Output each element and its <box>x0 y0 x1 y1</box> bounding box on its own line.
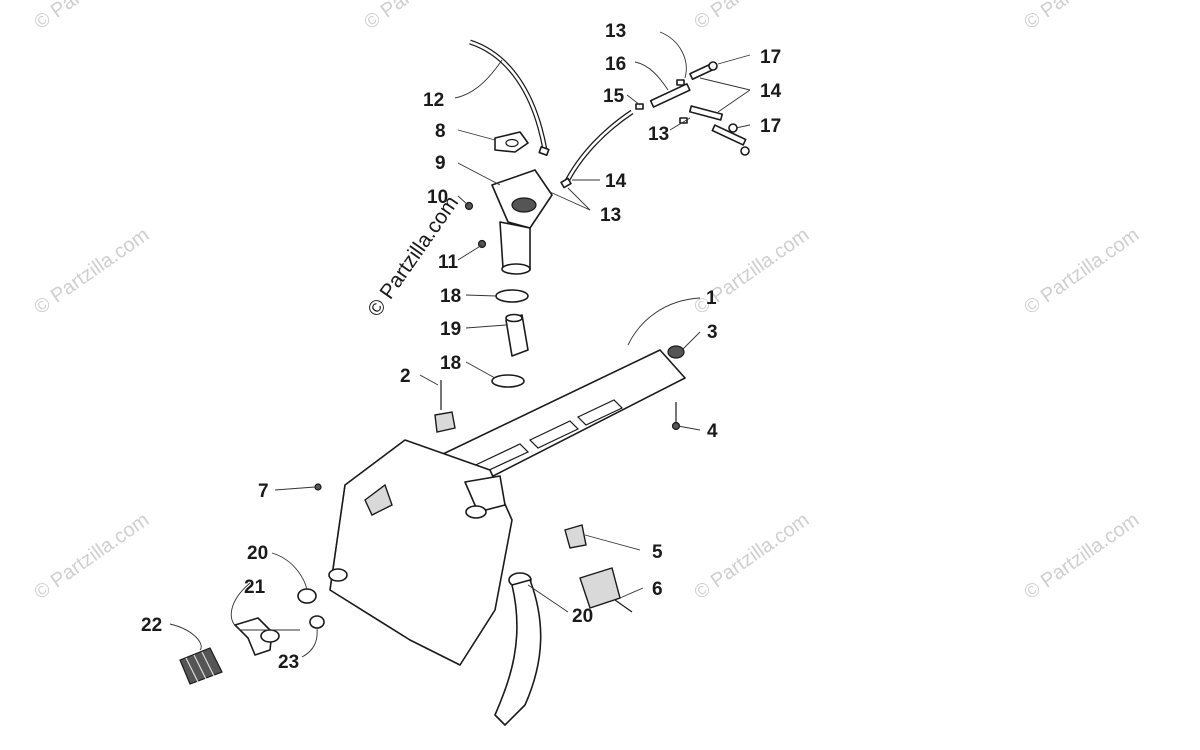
reservoir-body <box>329 439 513 666</box>
watermark-layer: © Partzilla.com © Partzilla.com © Partzi… <box>30 0 1143 604</box>
tee-fitting <box>711 124 747 146</box>
spacer <box>434 411 456 433</box>
callout-11: 11 <box>438 252 459 273</box>
breather-hose-inner <box>563 110 633 186</box>
bellows-rib <box>193 654 207 680</box>
leader-lines <box>169 31 751 658</box>
gasket <box>494 131 529 153</box>
hose-clamp <box>676 79 685 86</box>
callout-14: 14 <box>605 171 627 192</box>
callout-10: 10 <box>427 187 448 208</box>
tee-fitting <box>649 83 691 108</box>
callout-15: 15 <box>603 86 625 107</box>
callout-18: 18 <box>440 286 461 307</box>
lower-bracket <box>579 567 621 609</box>
bellows-body <box>179 647 223 685</box>
hose-clamp <box>297 588 317 604</box>
watermark: © Partzilla.com <box>1020 509 1143 604</box>
outlet-elbow <box>464 475 506 513</box>
watermark: © Partzilla.com <box>30 224 153 319</box>
bellows-hose <box>179 647 223 685</box>
bolt-shaft <box>614 599 633 613</box>
callout-7: 7 <box>258 481 269 502</box>
hose-clamp <box>491 374 525 388</box>
watermark: © Partzilla.com <box>360 0 483 34</box>
housing-neck <box>499 221 531 271</box>
elbow-hose <box>234 617 273 656</box>
callout-14: 14 <box>760 81 782 102</box>
callout-3: 3 <box>707 322 718 343</box>
callout-17: 17 <box>760 116 781 137</box>
hose-clamp <box>538 146 550 156</box>
housing-outlet <box>511 197 537 213</box>
callout-12: 12 <box>423 90 444 111</box>
callout-23: 23 <box>278 652 299 673</box>
hose-clamp <box>309 615 325 629</box>
callout-13: 13 <box>600 205 621 226</box>
vent-hose-inner <box>469 40 547 151</box>
main-reservoir <box>328 439 513 666</box>
watermark: © Partzilla.com <box>30 0 153 34</box>
hose-clamp <box>495 289 529 303</box>
callout-21: 21 <box>244 577 266 598</box>
bellows-rib <box>185 657 199 683</box>
callout-9: 9 <box>435 153 446 174</box>
plate-slot <box>528 420 580 449</box>
watermark: © Partzilla.com <box>1020 224 1143 319</box>
parts-layer <box>179 39 750 726</box>
callout-labels: 1 2 3 4 5 6 7 8 9 10 11 12 13 13 13 14 1… <box>141 21 782 673</box>
watermark: © Partzilla.com <box>1020 0 1143 34</box>
plate-slot <box>576 399 624 426</box>
callout-2: 2 <box>400 366 411 387</box>
thermostat-housing <box>464 169 553 275</box>
callout-1: 1 <box>706 288 717 309</box>
callout-4: 4 <box>707 421 718 442</box>
hose-end <box>505 313 523 323</box>
callout-22: 22 <box>141 615 162 636</box>
callout-5: 5 <box>652 542 663 563</box>
inlet-port <box>328 568 348 582</box>
callout-19: 19 <box>440 319 461 340</box>
fastener <box>314 483 322 491</box>
callout-6: 6 <box>652 579 663 600</box>
bellows-rib <box>201 651 215 677</box>
gasket-hole <box>505 138 519 148</box>
fitting-assembly <box>635 61 750 156</box>
elbow-end <box>260 629 280 643</box>
cap <box>708 61 718 71</box>
cap <box>740 146 750 156</box>
callout-16: 16 <box>605 54 626 75</box>
grommet <box>667 345 685 359</box>
mount-bracket <box>364 483 393 516</box>
callout-20: 20 <box>572 606 593 627</box>
callout-13: 13 <box>605 21 626 42</box>
hose-clamp <box>679 117 688 124</box>
outlet-port <box>465 505 487 519</box>
watermark: © Partzilla.com <box>690 509 813 604</box>
callout-20: 20 <box>247 543 268 564</box>
lower-hose <box>494 579 542 726</box>
callout-8: 8 <box>435 121 446 142</box>
callout-13: 13 <box>648 124 669 145</box>
hose-clamp <box>560 177 572 189</box>
hose-clamp <box>635 103 644 110</box>
tee-fitting <box>688 105 724 121</box>
watermark: © Partzilla.com <box>690 0 813 34</box>
bracket <box>564 524 587 549</box>
vent-hose <box>469 39 548 151</box>
callout-17: 17 <box>760 47 781 68</box>
cap <box>728 123 738 133</box>
callout-18: 18 <box>440 353 461 374</box>
neck-end <box>501 263 531 275</box>
watermark: © Partzilla.com <box>30 509 153 604</box>
